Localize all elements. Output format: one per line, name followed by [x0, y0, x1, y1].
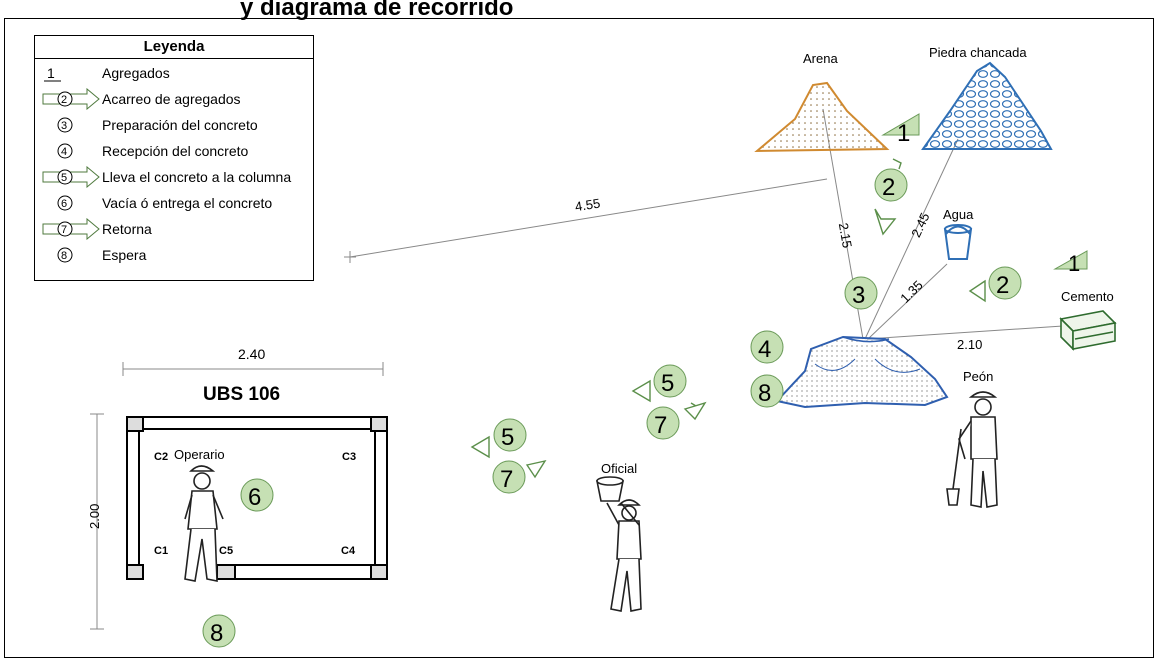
legend-label-6: Vacía ó entrega el concreto	[102, 195, 273, 211]
structure-title: UBS 106	[203, 384, 280, 405]
legend-label-4: Recepción del concreto	[102, 143, 249, 159]
distance-1-35: 1.35	[897, 277, 926, 306]
column-c1: C1	[154, 545, 168, 557]
peon-label: Peón	[963, 369, 993, 384]
legend-arrow-icon: 2	[42, 88, 100, 110]
mixing-pile-icon	[775, 335, 949, 409]
marker-1-cemento: 1	[1068, 251, 1080, 276]
column-c5: C5	[219, 545, 233, 557]
legend-row-1: 1 Agregados	[35, 60, 313, 86]
svg-text:1: 1	[47, 65, 55, 81]
agua-label: Agua	[943, 207, 974, 222]
legend-circle-icon: 4	[57, 143, 73, 159]
svg-text:4: 4	[61, 146, 67, 158]
svg-text:8: 8	[61, 250, 67, 262]
diagram-frame: 4.55 2.15 2.45 1.35 2.10 2.40 2.00 Arena…	[4, 18, 1154, 658]
legend-label-5: Lleva el concreto a la columna	[102, 169, 292, 185]
distance-2-10: 2.10	[957, 337, 982, 352]
page-title: y diagrama de recorrido	[240, 0, 514, 21]
legend-label-2: Acarreo de agregados	[102, 91, 241, 107]
agregados-triangle-icon	[881, 113, 1088, 270]
svg-text:5: 5	[61, 172, 67, 184]
legend-row-8: 8 Espera	[35, 242, 313, 268]
legend-row-6: 6 Vacía ó entrega el concreto	[35, 190, 313, 216]
legend-label-3: Preparación del concreto	[102, 117, 258, 133]
marker-5-circle-b	[493, 418, 527, 452]
diagram-canvas: 4.55 2.15 2.45 1.35 2.10 2.40 2.00 Arena…	[87, 45, 1117, 648]
peon-worker-icon	[946, 391, 998, 508]
legend-circle-icon: 3	[57, 117, 73, 133]
marker-8-a: 8	[758, 380, 771, 407]
marker-6-circle	[240, 478, 274, 512]
marker-5-circle-a	[653, 364, 687, 398]
legend-label-8: Espera	[102, 247, 147, 263]
legend-title: Leyenda	[35, 36, 313, 59]
distance-2-15: 2.15	[836, 222, 855, 250]
oficial-worker-icon	[596, 476, 642, 612]
marker-6: 6	[248, 484, 261, 511]
legend-box: Leyenda 1 Agregados 2 Acarreo de agregad…	[34, 35, 314, 281]
distance-2-40: 2.40	[238, 346, 265, 362]
marker-3: 3	[852, 282, 865, 309]
distance-2-45: 2.45	[908, 210, 932, 239]
ubs-structure	[126, 416, 388, 580]
marker-8-b: 8	[210, 620, 223, 647]
svg-text:6: 6	[61, 198, 67, 210]
marker-7-circle-a	[646, 406, 680, 440]
marker-7-b: 7	[500, 466, 513, 493]
legend-circle-icon: 8	[57, 247, 73, 263]
arena-pile-icon	[754, 81, 890, 153]
cemento-label: Cemento	[1061, 289, 1114, 304]
legend-label-7: Retorna	[102, 221, 152, 237]
oficial-label: Oficial	[601, 461, 637, 476]
acarreo-arrows	[874, 158, 986, 303]
piedra-pile-icon	[921, 61, 1053, 150]
legend-row-5: 5 Lleva el concreto a la columna	[35, 164, 313, 190]
marker-8-circle-a	[750, 374, 784, 408]
piedra-label: Piedra chancada	[929, 45, 1027, 60]
marker-5-a: 5	[661, 370, 674, 397]
legend-row-2: 2 Acarreo de agregados	[35, 86, 313, 112]
marker-1-piles: 1	[897, 120, 910, 147]
marker-7-a: 7	[654, 412, 667, 439]
operario-worker-icon	[184, 465, 224, 582]
marker-4: 4	[758, 336, 771, 363]
column-c3: C3	[342, 451, 356, 463]
marker-2-circle-b	[988, 266, 1022, 300]
agua-bucket-icon	[943, 224, 973, 260]
svg-text:2: 2	[61, 94, 67, 106]
column-c2: C2	[154, 451, 168, 463]
legend-circle-icon: 6	[57, 195, 73, 211]
operario-label: Operario	[174, 447, 225, 462]
legend-arrow-icon: 7	[42, 218, 100, 240]
marker-2-a: 2	[882, 174, 895, 201]
marker-2-b: 2	[996, 272, 1009, 299]
marker-5-b: 5	[501, 424, 514, 451]
legend-row-4: 4 Recepción del concreto	[35, 138, 313, 164]
distance-4-55: 4.55	[574, 195, 601, 214]
marker-4-circle	[750, 330, 784, 364]
column-c4: C4	[341, 545, 356, 557]
marker-7-circle-b	[492, 460, 526, 494]
svg-text:7: 7	[61, 224, 67, 236]
arena-label: Arena	[803, 51, 838, 66]
legend-arrow-icon: 5	[42, 166, 100, 188]
retorna-arrows	[525, 401, 707, 479]
svg-text:3: 3	[61, 120, 67, 132]
marker-3-circle	[844, 276, 878, 310]
distance-2-00: 2.00	[87, 504, 102, 529]
legend-label-1: Agregados	[102, 65, 170, 81]
marker-2-circle-a	[874, 168, 908, 202]
legend-row-3: 3 Preparación del concreto	[35, 112, 313, 138]
cemento-bags-icon	[1059, 310, 1117, 351]
marker-8-circle-b	[202, 614, 236, 648]
legend-row-7: 7 Retorna	[35, 216, 313, 242]
legend-triangle-icon: 1	[44, 65, 61, 82]
